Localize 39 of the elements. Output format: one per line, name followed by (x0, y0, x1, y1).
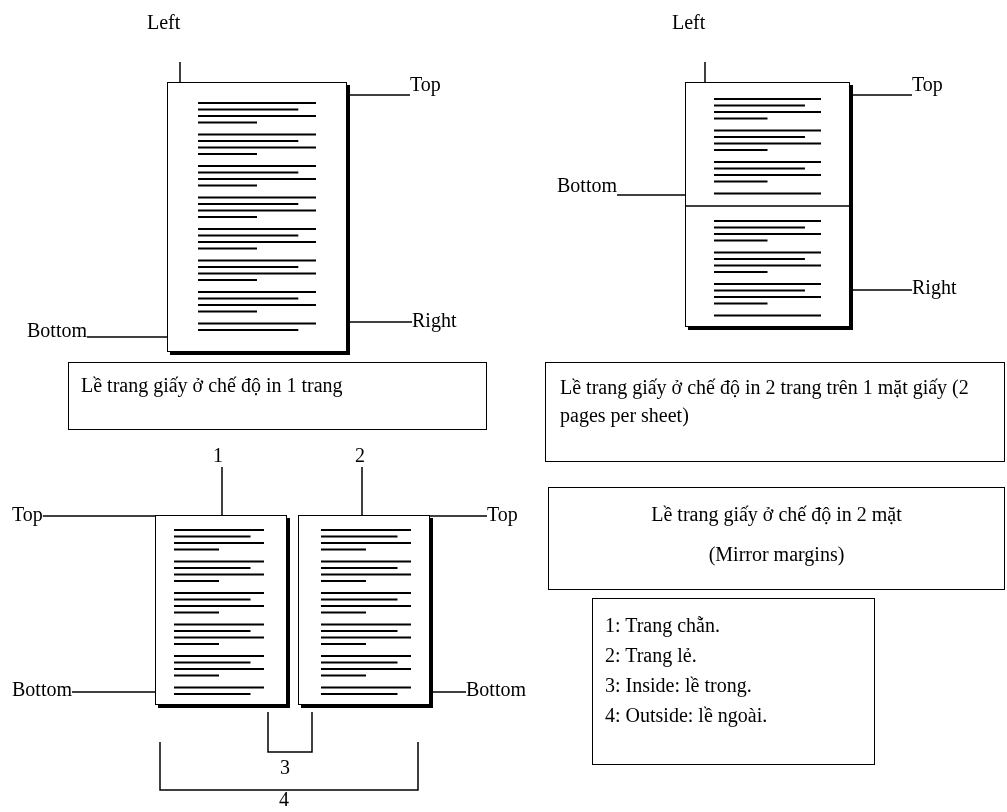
margin-label: Top (410, 72, 441, 96)
page-drawing (685, 82, 850, 327)
note-text: 3: Inside: lề trong. (605, 673, 753, 699)
leader-line (86, 336, 168, 338)
margin-label: Bottom (12, 677, 72, 701)
bracket-label: 3 (280, 755, 290, 779)
caption-text: Lề trang giấy ở chế độ in 2 mặt (650, 502, 903, 528)
leader-line (616, 194, 686, 196)
note-text: 4: Outside: lề ngoài. (605, 703, 769, 729)
caption-text: Lề trang giấy ở chế độ in 1 trang (81, 373, 344, 399)
caption-box (545, 362, 1005, 462)
leader-line (429, 515, 488, 517)
note-text: 1: Trang chẵn. (605, 613, 721, 639)
leader-line (42, 515, 156, 517)
caption-text: Lề trang giấy ở chế độ in 2 trang trên 1 mặt giấy (2 pages per sheet) (560, 375, 970, 429)
margin-label: Top (12, 502, 43, 526)
margin-label: Left (672, 10, 706, 34)
page-drawing (167, 82, 347, 352)
margin-label: Bottom (557, 173, 617, 197)
note-text: 2: Trang lẻ. (605, 643, 698, 669)
page-drawing (298, 515, 430, 705)
note-box (592, 598, 875, 765)
margin-label: Top (912, 72, 943, 96)
leader-line (221, 466, 223, 516)
page-number: 2 (355, 443, 365, 467)
margin-label: Left (147, 10, 181, 34)
margin-label: Bottom (466, 677, 526, 701)
bracket-label: 4 (279, 787, 289, 811)
margin-label: Right (912, 275, 957, 299)
margin-label: Right (412, 308, 457, 332)
margin-label: Bottom (27, 318, 87, 342)
page-drawing (155, 515, 287, 705)
caption-box (548, 487, 1005, 590)
caption-box (68, 362, 487, 430)
caption-text: (Mirror margins) (707, 542, 846, 568)
margin-label: Top (487, 502, 518, 526)
leader-line (71, 691, 156, 693)
leader-line (361, 466, 363, 516)
page-number: 1 (213, 443, 223, 467)
